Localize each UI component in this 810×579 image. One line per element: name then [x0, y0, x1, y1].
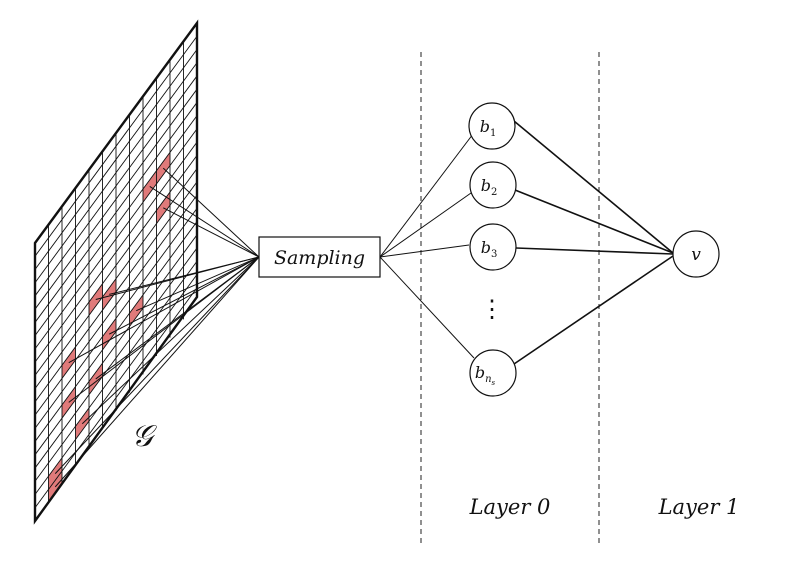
- sampling-box-rect: [258, 236, 381, 278]
- layer0-label: Layer 0: [469, 495, 551, 519]
- grid-row-line: [34, 274, 198, 495]
- edge-sampling-b2: [379, 192, 472, 258]
- node-b2-label: b2: [481, 176, 498, 198]
- node-b2-sub: 2: [491, 187, 497, 198]
- cell-edge: [109, 256, 260, 335]
- grid-row-line: [34, 88, 198, 310]
- cell-edge: [81, 256, 260, 425]
- cell-to-sampling-edges: [54, 167, 260, 488]
- grid-symbol: 𝒢: [131, 419, 157, 454]
- grid-row-line: [34, 62, 198, 283]
- node-bns-base: b: [475, 363, 485, 382]
- grid-row-line: [34, 261, 198, 482]
- node-b3-base: b: [481, 238, 491, 257]
- cell-edge: [109, 256, 260, 295]
- sampling-label: Sampling: [274, 247, 365, 269]
- node-b2-base: b: [481, 176, 491, 195]
- cell-edge: [68, 256, 260, 364]
- node-bns-circle: [469, 349, 517, 397]
- node-bns-subsub: s: [492, 379, 496, 387]
- edge-b1-v: [513, 120, 674, 254]
- grid-row-line: [34, 49, 198, 270]
- node-b3-sub: 3: [491, 249, 497, 260]
- grid-row-line: [34, 155, 198, 376]
- grid-row-line: [34, 181, 198, 403]
- grid-row-line: [34, 115, 198, 336]
- edge-sampling-b1: [379, 133, 474, 258]
- cell-edge: [54, 256, 260, 474]
- node-v: v: [672, 230, 720, 278]
- sampled-cell: [102, 278, 116, 311]
- grid-row-line: [34, 128, 198, 350]
- grid-row-line: [34, 141, 198, 363]
- node-b2: b2: [469, 161, 517, 209]
- node-ellipsis: ⋮: [480, 295, 504, 323]
- grid-border: [33, 19, 199, 525]
- layer0-to-layer1-edges: [513, 120, 674, 365]
- node-bns-sub: n: [485, 374, 491, 385]
- node-b1-circle: [468, 102, 516, 150]
- grid-row-line: [34, 168, 198, 389]
- node-bns: bns: [469, 349, 517, 397]
- cell-edge: [95, 256, 260, 380]
- sampling-box: Sampling: [258, 236, 381, 278]
- node-v-circle: [672, 230, 720, 278]
- edge-b2-v: [514, 189, 674, 254]
- cell-edge: [162, 167, 260, 258]
- grid-row-line: [34, 208, 198, 429]
- sampling-to-layer0-edges: [379, 133, 475, 359]
- node-b1-sub: 1: [490, 128, 496, 139]
- node-b3: b3: [469, 223, 517, 271]
- node-bns-label: bns: [475, 363, 496, 387]
- sampled-cell: [89, 363, 103, 395]
- edge-bns-v: [513, 255, 674, 365]
- grid-row-line: [34, 247, 198, 469]
- edge-b3-v: [515, 247, 674, 255]
- cell-edge: [149, 186, 260, 258]
- grid-row-line: [34, 234, 198, 456]
- node-b3-circle: [469, 223, 517, 271]
- grid-row-line: [34, 221, 198, 442]
- node-b1-label: b1: [480, 117, 497, 139]
- node-b1-base: b: [480, 117, 490, 136]
- node-b2-circle: [469, 161, 517, 209]
- cell-edge: [136, 256, 260, 312]
- node-v-label: v: [691, 245, 701, 265]
- cell-edge: [163, 207, 260, 258]
- node-b1: b1: [468, 102, 516, 150]
- grid-lines: [34, 35, 198, 509]
- grid-row-line: [34, 75, 198, 297]
- node-b3-label: b3: [481, 238, 498, 260]
- cell-edge: [54, 256, 260, 488]
- grid-row-line: [34, 194, 198, 416]
- edge-sampling-b3: [379, 244, 470, 258]
- layer1-label: Layer 1: [658, 495, 740, 519]
- grid-row-line: [34, 102, 198, 323]
- grid-row-line: [34, 35, 198, 257]
- edge-sampling-bns: [379, 256, 475, 359]
